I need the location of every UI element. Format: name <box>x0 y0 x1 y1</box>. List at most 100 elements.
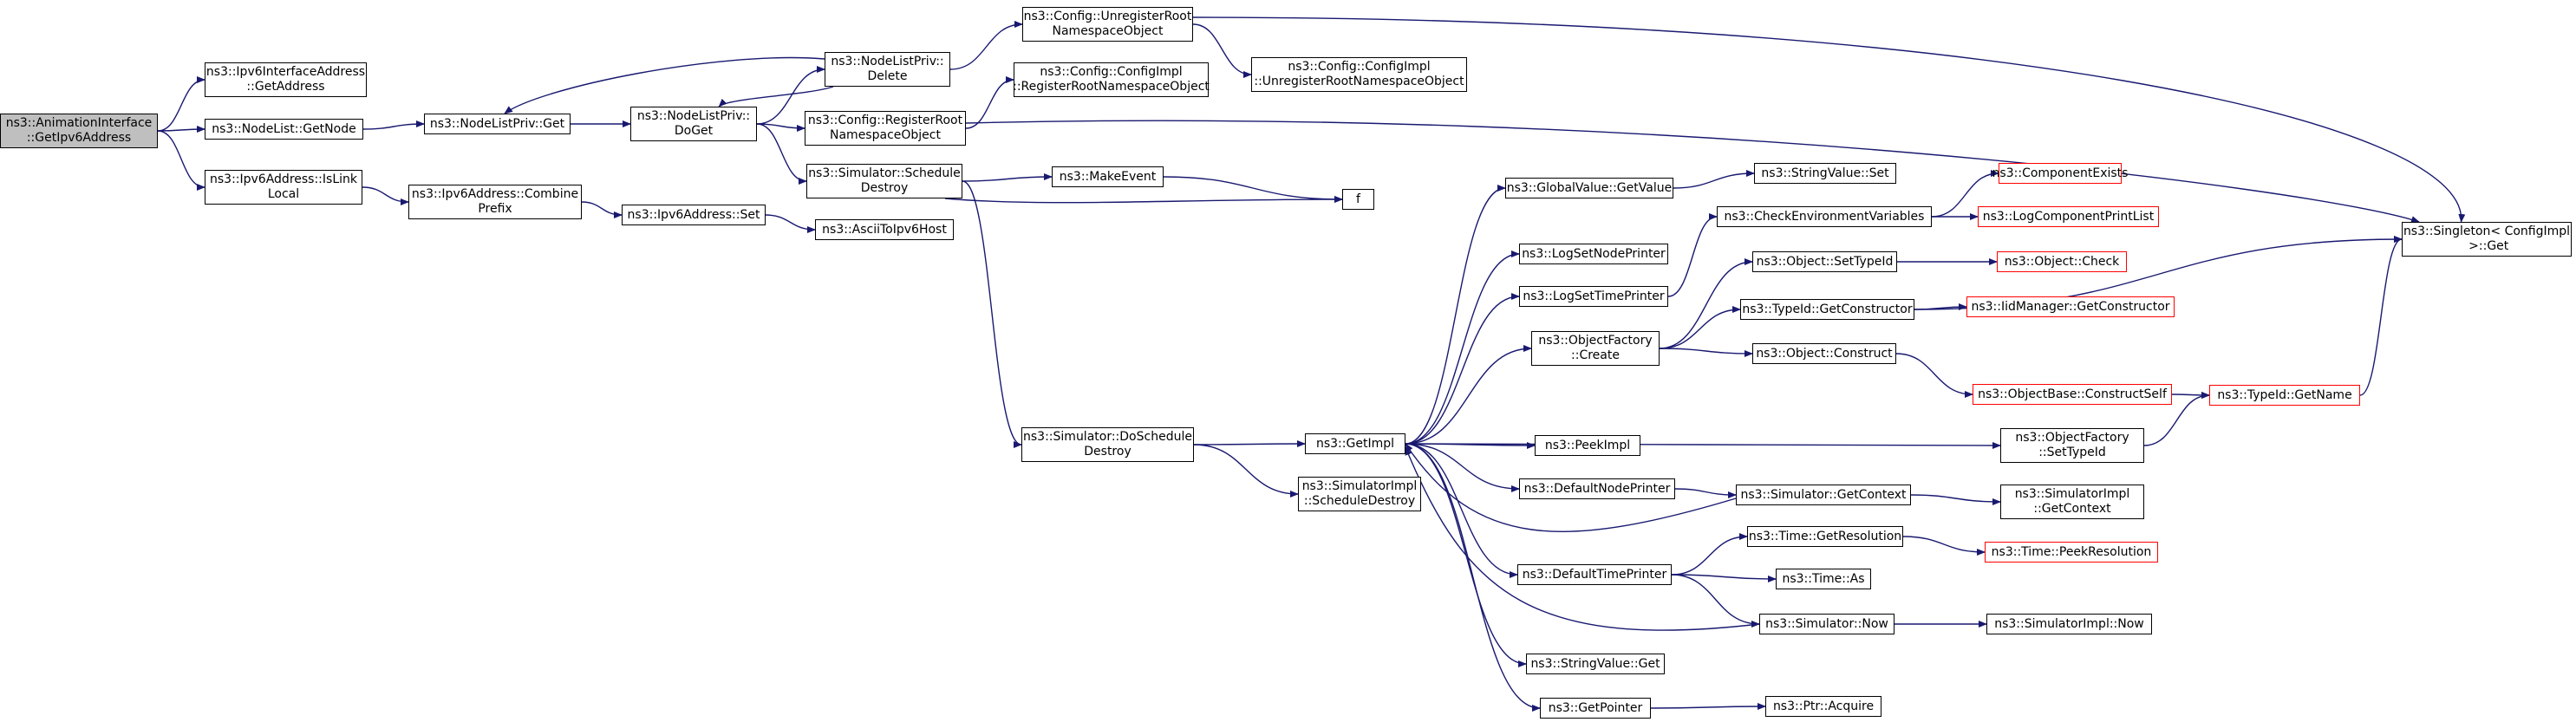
edge-ipv6-islinklocal-to-ipv6-combine <box>362 186 409 205</box>
edge-getimpl-to-logsetnodeprinter <box>1405 250 1520 445</box>
node-cfgimpl-register[interactable]: ns3::Config::ConfigImpl ::RegisterRootNa… <box>1013 62 1210 97</box>
edge-cfg-register-to-cfgimpl-register <box>965 76 1014 129</box>
edge-nlp-doget-to-nlp-delete <box>756 66 825 125</box>
edge-sim-do-schedule-destroy-to-simimpl-schedule-destroy <box>1193 444 1299 498</box>
edge-sim-now-to-getimpl <box>1405 446 1760 631</box>
node-checkenvvars[interactable]: ns3::CheckEnvironmentVariables <box>1717 206 1932 227</box>
node-sim-now[interactable]: ns3::Simulator::Now <box>1759 614 1895 634</box>
edge-getimpl-to-globalvalue-getvalue <box>1405 185 1506 445</box>
node-getpointer[interactable]: ns3::GetPointer <box>1540 698 1651 719</box>
edge-make-event-to-f <box>1163 176 1343 203</box>
node-nodelist-getnode[interactable]: ns3::NodeList::GetNode <box>205 119 363 140</box>
node-f[interactable]: f <box>1342 189 1374 210</box>
node-logsettimeprinter[interactable]: ns3::LogSetTimePrinter <box>1519 286 1668 307</box>
edge-nlp-delete-to-nlp-get <box>504 56 825 114</box>
node-peekimpl[interactable]: ns3::PeekImpl <box>1535 435 1640 456</box>
node-defaulttimeprinter[interactable]: ns3::DefaultTimePrinter <box>1517 564 1672 585</box>
node-typeid-getconstructor[interactable]: ns3::TypeId::GetConstructor <box>1740 299 1914 320</box>
edge-sim-schedule-destroy-to-make-event <box>962 173 1053 182</box>
node-ipv6-combine[interactable]: ns3::Ipv6Address::Combine Prefix <box>408 185 582 219</box>
node-object-construct[interactable]: ns3::Object::Construct <box>1752 343 1896 364</box>
node-logcomponentprintlist[interactable]: ns3::LogComponentPrintList <box>1978 206 2159 227</box>
node-cfg-register[interactable]: ns3::Config::RegisterRoot NamespaceObjec… <box>805 111 966 146</box>
node-time-as[interactable]: ns3::Time::As <box>1776 569 1871 589</box>
node-stringvalue-get[interactable]: ns3::StringValue::Get <box>1526 654 1665 674</box>
edge-checkenvvars-to-componentexists <box>1931 170 1999 218</box>
edge-getimpl-to-defaultnodeprinter <box>1405 443 1520 492</box>
edge-ipv6-set-to-ascii-to-ipv6 <box>765 214 816 233</box>
node-simimpl-schedule-destroy[interactable]: ns3::SimulatorImpl ::ScheduleDestroy <box>1298 477 1421 511</box>
edge-defaulttimeprinter-to-sim-now <box>1671 574 1760 628</box>
edge-globalvalue-getvalue-to-stringvalue-set <box>1673 170 1755 189</box>
node-simimpl-now[interactable]: ns3::SimulatorImpl::Now <box>1986 614 2152 634</box>
node-nlp-delete[interactable]: ns3::NodeListPriv:: Delete <box>825 52 950 87</box>
edge-cfg-unregister-to-singleton-get <box>1192 16 2466 223</box>
node-singleton-get[interactable]: ns3::Singleton< ConfigImpl >::Get <box>2402 222 2572 257</box>
edge-nlp-delete-to-nlp-doget <box>718 86 834 107</box>
edge-defaultnodeprinter-to-sim-getcontext <box>1674 488 1737 498</box>
node-stringvalue-set[interactable]: ns3::StringValue::Set <box>1754 163 1896 184</box>
edge-root-to-ipv6-islinklocal <box>157 130 205 191</box>
node-iidmanager-getconstructor[interactable]: ns3::IidManager::GetConstructor <box>1966 296 2175 317</box>
edge-object-construct-to-objectbase-constructself <box>1895 353 1973 398</box>
node-cfg-unregister[interactable]: ns3::Config::UnregisterRoot NamespaceObj… <box>1022 7 1193 42</box>
node-typeid-getname[interactable]: ns3::TypeId::GetName <box>2209 385 2360 406</box>
edge-objectfactory-create-to-object-construct <box>1659 348 1753 357</box>
edge-root-to-ipv6ifaddr <box>157 76 205 132</box>
node-getimpl[interactable]: ns3::GetImpl <box>1305 433 1405 454</box>
edge-nlp-delete-to-cfg-unregister <box>949 21 1023 70</box>
node-ipv6ifaddr[interactable]: ns3::Ipv6InterfaceAddress ::GetAddress <box>205 62 367 97</box>
node-object-check[interactable]: ns3::Object::Check <box>1997 251 2127 272</box>
node-objectfactory-settypeid[interactable]: ns3::ObjectFactory ::SetTypeId <box>2000 428 2144 463</box>
node-simimpl-getcontext[interactable]: ns3::SimulatorImpl ::GetContext <box>2000 485 2144 519</box>
edge-nodelist-getnode-to-nlp-get <box>362 120 425 130</box>
node-time-getresolution[interactable]: ns3::Time::GetResolution <box>1747 526 1903 547</box>
node-sim-getcontext[interactable]: ns3::Simulator::GetContext <box>1736 485 1911 505</box>
node-object-settypeid[interactable]: ns3::Object::SetTypeId <box>1752 251 1897 272</box>
node-sim-schedule-destroy[interactable]: ns3::Simulator::Schedule Destroy <box>806 164 962 198</box>
edge-sim-getcontext-to-simimpl-getcontext <box>1910 494 2001 505</box>
node-logsetnodeprinter[interactable]: ns3::LogSetNodePrinter <box>1519 244 1668 264</box>
node-ipv6-islinklocal[interactable]: ns3::Ipv6Address::IsLink Local <box>205 170 362 205</box>
edge-defaulttimeprinter-to-time-getresolution <box>1671 533 1748 576</box>
node-objectfactory-create[interactable]: ns3::ObjectFactory ::Create <box>1531 331 1660 366</box>
edge-logsettimeprinter-to-checkenvvars <box>1667 213 1718 297</box>
node-cfgimpl-unregister[interactable]: ns3::Config::ConfigImpl ::UnregisterRoot… <box>1251 57 1467 92</box>
edge-getimpl-to-defaulttimeprinter <box>1405 443 1518 578</box>
edge-sim-getcontext-to-getimpl <box>1405 443 1737 533</box>
node-time-peekresolution[interactable]: ns3::Time::PeekResolution <box>1985 542 2158 563</box>
edge-nlp-doget-to-cfg-register <box>756 123 805 132</box>
edge-ipv6-combine-to-ipv6-set <box>581 201 623 218</box>
node-globalvalue-getvalue[interactable]: ns3::GlobalValue::GetValue <box>1505 178 1673 198</box>
node-nlp-doget[interactable]: ns3::NodeListPriv:: DoGet <box>630 107 757 141</box>
edge-typeid-getname-to-singleton-get <box>2359 236 2403 396</box>
edge-getimpl-to-objectfactory-create <box>1405 345 1532 445</box>
edge-time-getresolution-to-time-peekresolution <box>1902 536 1986 556</box>
node-defaultnodeprinter[interactable]: ns3::DefaultNodePrinter <box>1519 478 1675 499</box>
edge-getimpl-to-objectfactory-settypeid <box>1405 441 2001 449</box>
edge-sim-do-schedule-destroy-to-getimpl <box>1193 440 1306 448</box>
edge-objectbase-constructself-to-typeid-getname <box>2171 391 2210 399</box>
edge-getimpl-to-stringvalue-get <box>1405 443 1527 667</box>
edge-nlp-doget-to-sim-schedule-destroy <box>756 123 807 185</box>
edge-cfg-unregister-to-cfgimpl-unregister <box>1192 23 1252 78</box>
node-sim-do-schedule-destroy[interactable]: ns3::Simulator::DoSchedule Destroy <box>1021 427 1194 462</box>
edge-cfg-register-to-singleton-get <box>965 120 2420 223</box>
node-ascii-to-ipv6[interactable]: ns3::AsciiToIpv6Host <box>815 219 954 240</box>
node-objectbase-constructself[interactable]: ns3::ObjectBase::ConstructSelf <box>1973 384 2172 405</box>
node-nlp-get[interactable]: ns3::NodeListPriv::Get <box>424 114 571 134</box>
node-ptr-acquire[interactable]: ns3::Ptr::Acquire <box>1765 696 1881 717</box>
edge-sim-schedule-destroy-to-f <box>944 196 1343 204</box>
node-make-event[interactable]: ns3::MakeEvent <box>1052 166 1164 187</box>
edge-root-to-nodelist-getnode <box>157 126 205 133</box>
edge-objectfactory-settypeid-to-typeid-getname <box>2143 392 2210 446</box>
edge-defaulttimeprinter-to-time-as <box>1671 574 1777 582</box>
edge-getpointer-to-ptr-acquire <box>1650 703 1766 711</box>
edge-getimpl-to-getpointer <box>1405 443 1541 712</box>
node-componentexists[interactable]: ns3::ComponentExists <box>1992 163 2128 184</box>
node-ipv6-set[interactable]: ns3::Ipv6Address::Set <box>622 205 766 225</box>
edge-objectfactory-create-to-object-settypeid <box>1659 258 1753 349</box>
edge-sim-schedule-destroy-to-sim-do-schedule-destroy <box>962 180 1022 448</box>
